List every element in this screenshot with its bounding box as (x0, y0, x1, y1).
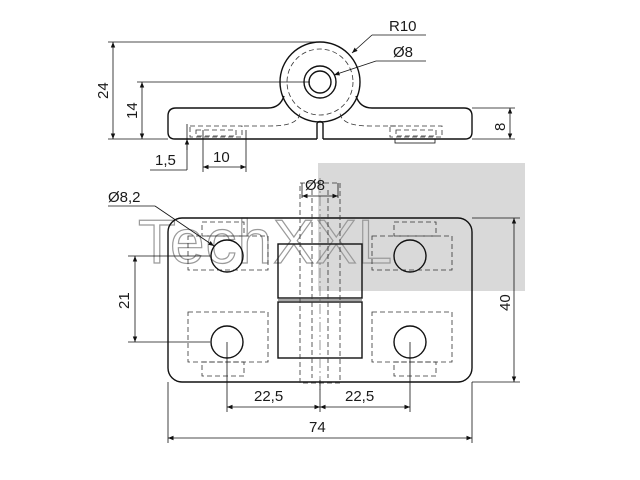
hidden-slot-left (189, 125, 243, 138)
plan-recess-br (393, 361, 437, 377)
dim-label-40: 40 (497, 294, 514, 311)
leader-r10 (351, 34, 373, 54)
dim-label-22-5-left: 22,5 (254, 388, 283, 405)
side-view: 24 14 8 R10 Ø8 1,5 10 (95, 18, 515, 172)
hidden-slot-right (389, 125, 443, 138)
dim-label-22-5-right: 22,5 (345, 388, 374, 405)
dim-label-offset: 1,5 (155, 152, 176, 169)
hidden-recess-left (195, 129, 237, 137)
plan-view: Ø8 Ø8,2 21 40 22,5 22,5 74 (108, 177, 520, 443)
leader-pin-diameter (333, 60, 377, 76)
dim-label-24: 24 (95, 82, 112, 99)
side-view-tab (394, 138, 436, 144)
dim-label-14: 14 (124, 102, 141, 119)
plan-recess-tl (201, 221, 245, 237)
pin-hole-inner (308, 70, 332, 94)
leader-hole (154, 205, 215, 247)
knuckle-hidden (286, 48, 354, 116)
plan-recess-tr (393, 221, 437, 237)
dim-label-74: 74 (309, 419, 326, 436)
dim-label-slot: 10 (213, 149, 230, 166)
mounting-hole-top-right (393, 239, 427, 273)
side-view-left-plate (167, 95, 317, 140)
plan-recess-bl (201, 361, 245, 377)
hidden-recess-right (395, 129, 437, 137)
mounting-hole-top-left (210, 239, 244, 273)
dim-label-pin-top: Ø8 (393, 44, 413, 61)
dim-label-r10: R10 (389, 18, 417, 35)
watermark: TechXXL (137, 163, 525, 291)
hidden-body-profile (244, 111, 396, 127)
dim-label-8: 8 (492, 123, 509, 131)
dim-label-pin-plan: Ø8 (305, 177, 325, 194)
watermark-text: TechXXL (138, 208, 393, 277)
plan-hidden-profile (187, 235, 453, 363)
knuckle-top (277, 243, 363, 299)
side-view-right-plate (323, 95, 473, 140)
dim-label-21: 21 (116, 292, 133, 309)
dim-label-hole: Ø8,2 (108, 189, 141, 206)
